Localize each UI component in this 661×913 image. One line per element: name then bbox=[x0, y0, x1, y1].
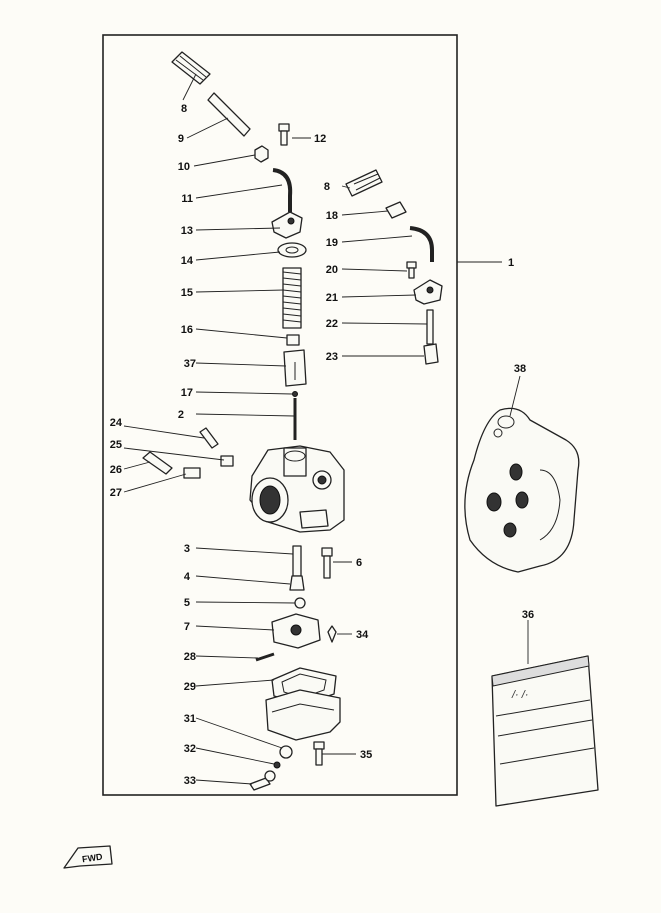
part-screw-20 bbox=[406, 261, 417, 279]
part-carburetor-body bbox=[249, 445, 345, 533]
label-13: 13 bbox=[181, 225, 193, 237]
bag-print-text: /· /· bbox=[511, 689, 529, 701]
part-cable-19 bbox=[409, 226, 434, 262]
part-jet-4 bbox=[289, 575, 305, 591]
part-ring-31 bbox=[279, 745, 293, 759]
part-tube-3 bbox=[292, 545, 302, 577]
label-21: 21 bbox=[326, 292, 338, 304]
part-screw-35 bbox=[313, 741, 325, 766]
label-2: 2 bbox=[178, 409, 184, 421]
part-bracket-21 bbox=[413, 279, 443, 305]
label-5: 5 bbox=[184, 597, 190, 609]
part-nut-10 bbox=[254, 145, 269, 163]
part-screw-12 bbox=[278, 123, 290, 146]
leader-lines bbox=[123, 73, 529, 785]
part-spring-27 bbox=[183, 467, 201, 479]
label-18: 18 bbox=[326, 210, 338, 222]
part-bracket-13 bbox=[271, 211, 303, 239]
part-screw-33 bbox=[249, 770, 276, 791]
part-cable-11 bbox=[272, 168, 293, 212]
label-15: 15 bbox=[181, 287, 193, 299]
part-float-7 bbox=[271, 613, 321, 649]
part-clip-17 bbox=[292, 391, 298, 397]
label-12: 12 bbox=[314, 133, 326, 145]
label-24: 24 bbox=[110, 417, 123, 429]
label-28: 28 bbox=[184, 651, 196, 663]
label-9: 9 bbox=[178, 133, 184, 145]
part-screw-6 bbox=[321, 547, 333, 579]
part-retainer-16 bbox=[286, 334, 300, 346]
label-37: 37 bbox=[184, 358, 196, 370]
label-10: 10 bbox=[178, 161, 190, 173]
label-25: 25 bbox=[110, 439, 122, 451]
label-3: 3 bbox=[184, 543, 190, 555]
part-plate-14 bbox=[277, 242, 307, 258]
label-23: 23 bbox=[326, 351, 338, 363]
part-float-bowl bbox=[265, 689, 341, 741]
label-36: 36 bbox=[522, 609, 534, 621]
part-cap-8-left bbox=[171, 51, 211, 85]
part-adjuster-18 bbox=[385, 201, 407, 219]
part-tube-9 bbox=[207, 92, 251, 137]
part-screw-24 bbox=[199, 427, 219, 449]
part-valve-34 bbox=[327, 625, 337, 643]
fwd-label: FWD bbox=[81, 852, 103, 865]
assembly-frame bbox=[102, 34, 458, 796]
label-29: 29 bbox=[184, 681, 196, 693]
label-31: 31 bbox=[184, 713, 196, 725]
part-spring-25 bbox=[220, 455, 234, 467]
part-ball-32 bbox=[273, 761, 281, 769]
label-35: 35 bbox=[360, 749, 372, 761]
label-7: 7 bbox=[184, 621, 190, 633]
part-washer-5 bbox=[294, 597, 306, 609]
label-26: 26 bbox=[110, 464, 122, 476]
part-slide-37 bbox=[283, 349, 307, 387]
part-screw-26 bbox=[142, 451, 173, 475]
label-1: 1 bbox=[508, 257, 514, 269]
label-11: 11 bbox=[181, 193, 193, 205]
label-8-right: 8 bbox=[324, 181, 330, 193]
part-bag-36 bbox=[491, 655, 599, 807]
part-cap-8-right bbox=[345, 169, 383, 197]
label-38: 38 bbox=[514, 363, 526, 375]
part-spring-15 bbox=[282, 267, 302, 329]
label-20: 20 bbox=[326, 264, 338, 276]
label-22: 22 bbox=[326, 318, 338, 330]
label-4: 4 bbox=[184, 571, 191, 583]
part-plunger-23 bbox=[423, 343, 439, 365]
label-34: 34 bbox=[356, 629, 369, 641]
label-6: 6 bbox=[356, 557, 362, 569]
fwd-arrow-icon bbox=[63, 845, 113, 869]
part-pin-28 bbox=[255, 652, 275, 662]
label-33: 33 bbox=[184, 775, 196, 787]
part-rod-22 bbox=[426, 309, 434, 345]
label-19: 19 bbox=[326, 237, 338, 249]
label-16: 16 bbox=[181, 324, 193, 336]
label-8-left: 8 bbox=[181, 103, 187, 115]
part-cover-38 bbox=[464, 407, 580, 573]
label-14: 14 bbox=[181, 255, 194, 267]
label-17: 17 bbox=[181, 387, 193, 399]
label-27: 27 bbox=[110, 487, 122, 499]
label-32: 32 bbox=[184, 743, 196, 755]
